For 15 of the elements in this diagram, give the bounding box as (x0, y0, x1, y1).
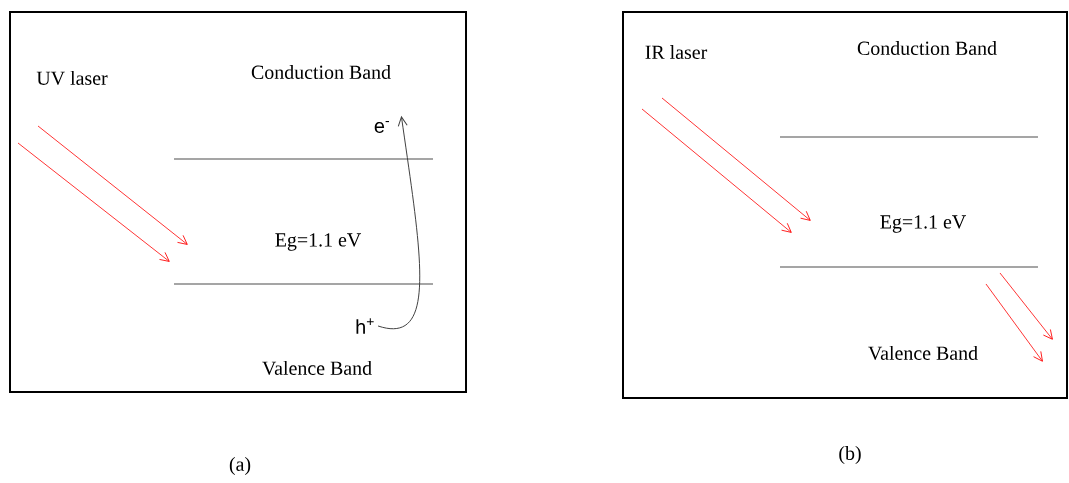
carrier-label: h$^{+}$ (356, 318, 374, 334)
band-label: Valence Band (262, 360, 372, 376)
panel-caption: (b) (839, 445, 861, 464)
panel-frame (622, 11, 1068, 399)
panel-frame (9, 11, 467, 393)
band-label: Conduction Band (251, 65, 391, 79)
band-label: Conduction Band (857, 41, 997, 55)
band-label: IR laser (645, 45, 708, 59)
curved-arrow (377, 116, 421, 330)
band-label: Eg=1.1 eV (880, 215, 966, 233)
band-label: UV laser (36, 70, 108, 86)
band-label: Valence Band (868, 345, 978, 361)
carrier-label: e$^{-}$ (374, 121, 389, 133)
band-label: Eg=1.1 eV (275, 233, 362, 251)
panel-caption: (a) (229, 456, 251, 475)
